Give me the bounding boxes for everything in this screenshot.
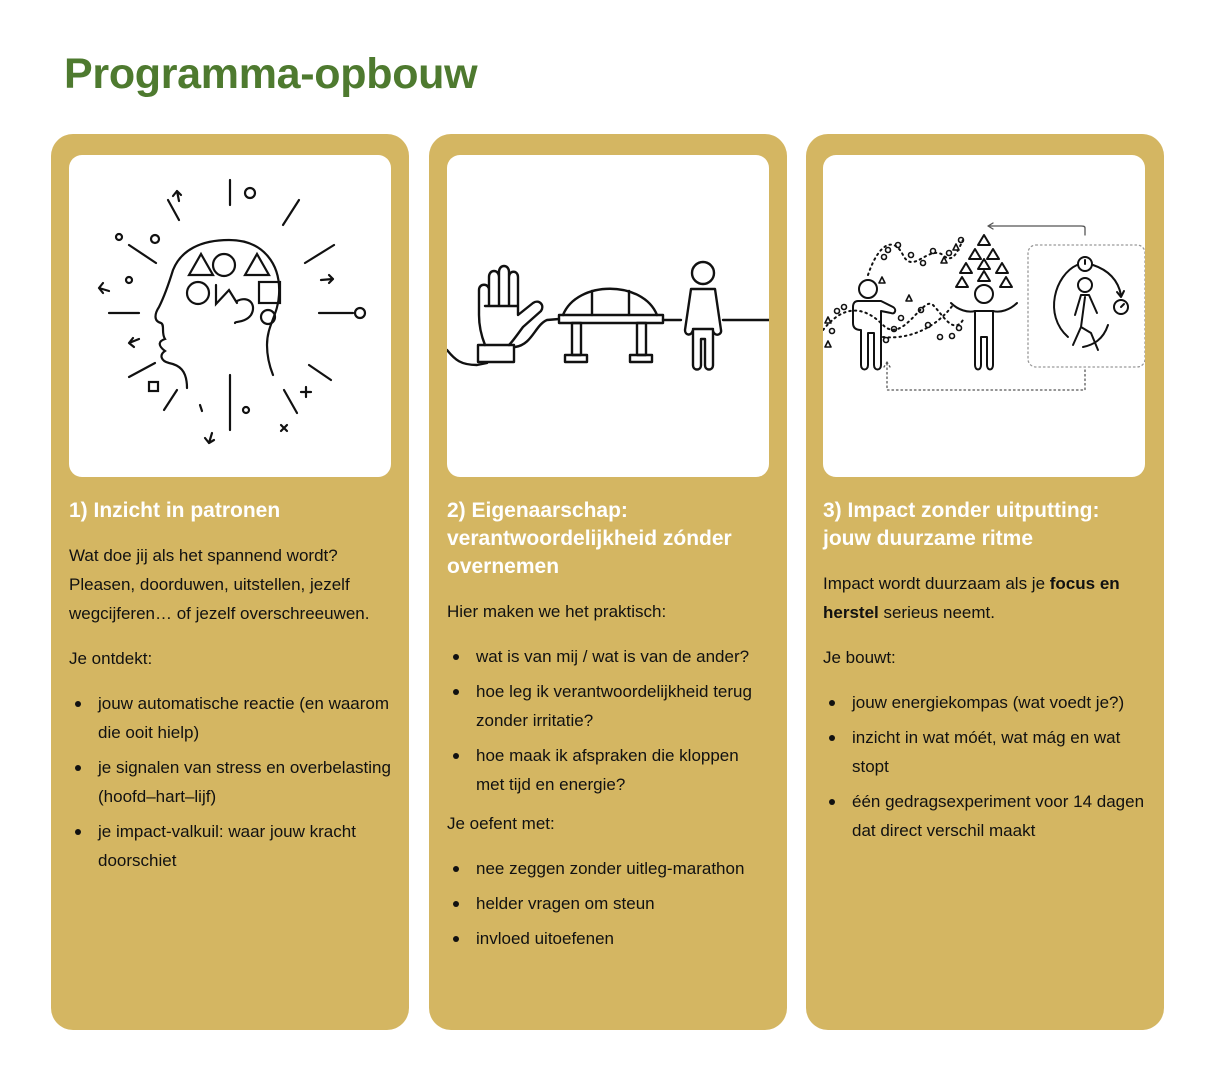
intro-text: serieus neemt. [878,603,995,622]
list-item: invloed uitoefenen [453,924,769,953]
list-item: nee zeggen zonder uitleg-marathon [453,854,769,883]
list-item: hoe leg ik verantwoordelijkheid terug zo… [453,677,769,735]
list-item: je signalen van stress en overbelasting … [75,753,391,811]
head-with-shapes-icon [69,155,391,477]
card-heading: 2) Eigenaarschap: verantwoordelijkheid z… [447,499,732,578]
build-list: jouw energiekompas (wat voedt je?) inzic… [823,688,1146,845]
practical-list: wat is van mij / wat is van de ander? ho… [447,642,769,799]
program-card-2: 2) Eigenaarschap: verantwoordelijkheid z… [429,134,787,1030]
list-item: jouw automatische reactie (en waarom die… [75,689,391,747]
list-item: hoe maak ik afspraken die kloppen met ti… [453,741,769,799]
discover-list: jouw automatische reactie (en waarom die… [69,689,391,875]
hand-bridge-person-icon [447,155,769,477]
people-rhythm-cycle-icon [823,155,1145,477]
practice-list: nee zeggen zonder uitleg-marathon helder… [447,854,769,953]
intro-bold-text: focus en herstel [823,574,1120,622]
list-item: wat is van mij / wat is van de ander? [453,642,769,671]
list-item: inzicht in wat móét, wat mág en wat stop… [829,723,1146,781]
list-label: Je ontdekt: [69,649,153,668]
program-card-3: 3) Impact zonder uitputting: jouw duurza… [806,134,1164,1030]
list-item: je impact-valkuil: waar jouw kracht door… [75,817,391,875]
card-intro: Wat doe jij als het spannend wordt? Plea… [69,546,370,623]
program-card-1: 1) Inzicht in patronen Wat doe jij als h… [51,134,409,1030]
card-heading: 1) Inzicht in patronen [69,499,281,522]
list-item: één gedragsexperiment voor 14 dagen dat … [829,787,1146,845]
intro-text: Impact wordt duurzaam als je [823,574,1050,593]
list-item: helder vragen om steun [453,889,769,918]
card-heading: 3) Impact zonder uitputting: jouw duurza… [823,499,1100,550]
card-intro: Hier maken we het praktisch: [447,602,667,621]
list-item: jouw energiekompas (wat voedt je?) [829,688,1146,717]
list-label: Je oefent met: [447,814,555,833]
list-label: Je bouwt: [823,648,896,667]
page-title: Programma-opbouw [64,50,478,98]
card-intro: Impact wordt duurzaam als je focus en he… [823,569,1146,627]
